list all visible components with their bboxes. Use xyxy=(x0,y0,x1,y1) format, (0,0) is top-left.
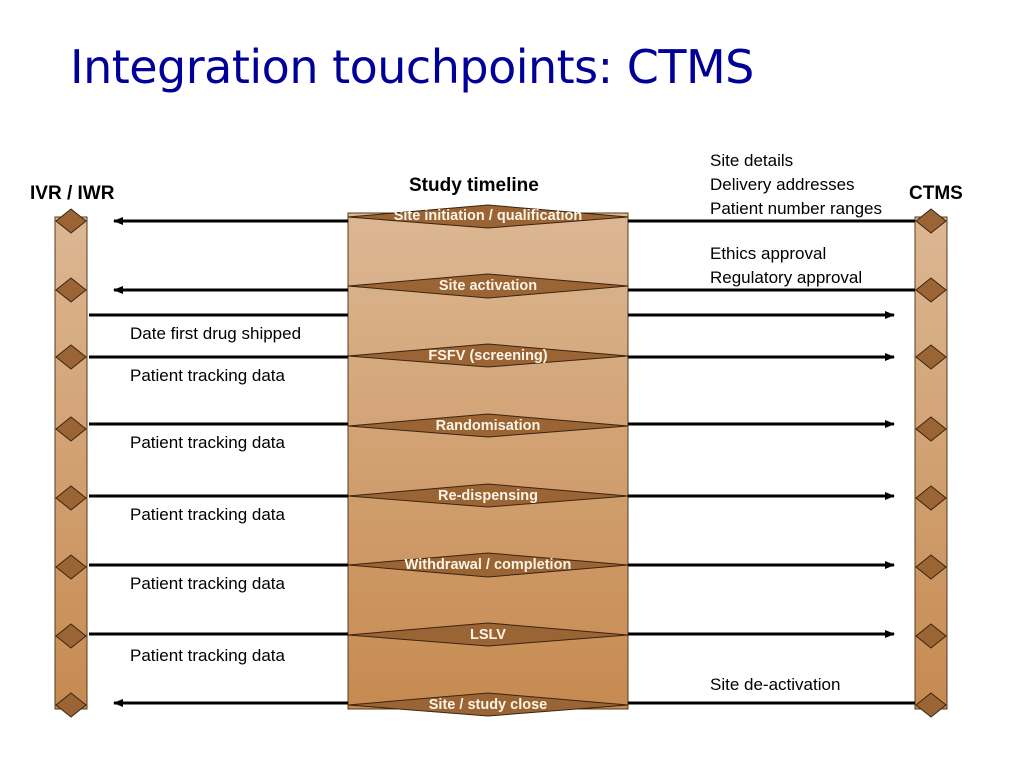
note-patient-number-ranges: Patient number ranges xyxy=(710,199,882,218)
ctms-lane-diamonds xyxy=(915,208,947,718)
note-site-de-activation: Site de-activation xyxy=(710,675,841,694)
note-patient-tracking-5: Patient tracking data xyxy=(130,646,285,665)
note-date-first-drug-shipped: Date first drug shipped xyxy=(130,324,302,343)
flow-arrows xyxy=(89,217,915,707)
ivr-lane-diamonds xyxy=(55,208,87,718)
note-ethics-approval: Ethics approval xyxy=(710,244,827,263)
milestone-diamonds xyxy=(347,204,629,717)
note-delivery-addresses: Delivery addresses xyxy=(710,175,855,194)
lane-label-study-timeline: Study timeline xyxy=(409,175,539,196)
lane-label-ctms: CTMS xyxy=(909,183,963,204)
lane-label-ivr-iwr: IVR / IWR xyxy=(30,183,115,204)
note-patient-tracking-3: Patient tracking data xyxy=(130,505,285,524)
milestone-lslv: LSLV xyxy=(470,627,506,643)
slide-title: Integration touchpoints: CTMS xyxy=(70,40,754,94)
note-patient-tracking-4: Patient tracking data xyxy=(130,574,285,593)
milestone-site-activation: Site activation xyxy=(438,278,538,294)
note-patient-tracking-2: Patient tracking data xyxy=(130,433,285,452)
milestone-withdrawal-completion: Withdrawal / completion xyxy=(404,557,572,573)
milestone-randomisation: Randomisation xyxy=(435,418,541,434)
note-site-details: Site details xyxy=(710,151,794,170)
milestone-site-study-close: Site / study close xyxy=(428,697,548,713)
note-patient-tracking-1: Patient tracking data xyxy=(130,366,285,385)
milestone-site-initiation: Site initiation / qualification xyxy=(393,208,583,224)
milestone-re-dispensing: Re-dispensing xyxy=(438,488,538,504)
note-regulatory-approval: Regulatory approval xyxy=(710,268,863,287)
milestone-fsfv: FSFV (screening) xyxy=(428,348,548,364)
